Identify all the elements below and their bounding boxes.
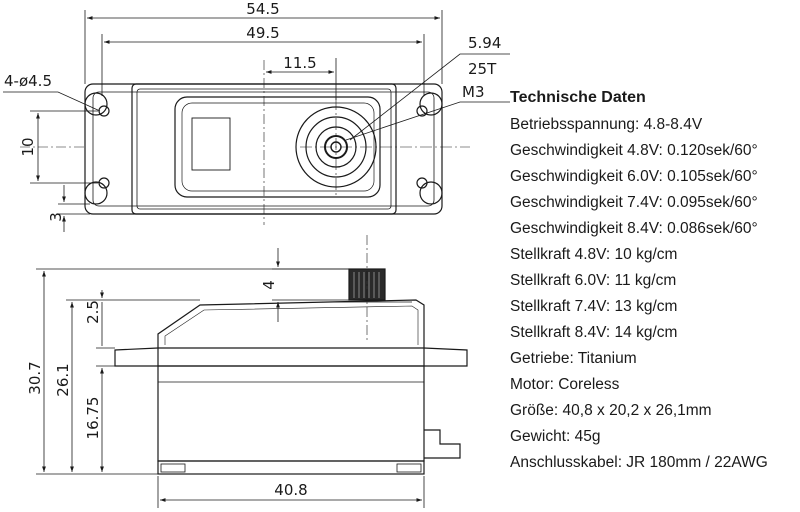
side-dimension-labels: 40.8 4 30.7 26.1 2.5 16.75: [26, 280, 308, 499]
mount-hole-bl: [84, 177, 110, 205]
top-view-outline: [84, 83, 443, 215]
top-view: [20, 60, 470, 225]
spec-row: Größe: 40,8 x 20,2 x 26,1mm: [510, 402, 712, 419]
side-view-top-case: [157, 299, 425, 348]
spec-row: Stellkraft 6.0V: 11 kg/cm: [510, 272, 677, 289]
spec-row: Stellkraft 7.4V: 13 kg/cm: [510, 298, 678, 315]
spec-row: Stellkraft 4.8V: 10 kg/cm: [510, 246, 678, 263]
dim-spline-offset: 11.5: [283, 54, 316, 72]
dim-top-total-width: 54.5: [246, 0, 279, 18]
dim-total-height: 30.7: [26, 361, 44, 394]
dim-spline-teeth: 25T: [468, 60, 497, 78]
side-dimension-lines: [36, 248, 425, 508]
dim-lower-case-height: 16.75: [84, 397, 102, 440]
mount-hole-tl: [84, 92, 110, 117]
top-dimension-labels: 54.5 49.5 11.5 5.94 25T M3 4-ø4.5 10 3: [4, 0, 501, 222]
dim-hole-vertical-spacing: 10: [19, 137, 37, 156]
top-dimension-lines: [3, 10, 510, 232]
spec-row: Geschwindigkeit 8.4V: 0.086sek/60°: [510, 220, 758, 237]
side-view-cable-exit: [424, 429, 461, 459]
dim-hole-edge-distance: 3: [47, 212, 65, 222]
dim-top-step: 2.5: [84, 300, 102, 324]
dim-mount-holes: 4-ø4.5: [4, 72, 52, 90]
dim-top-hole-spacing: 49.5: [246, 24, 279, 42]
spec-row: Anschlusskabel: JR 180mm / 22AWG: [510, 454, 768, 471]
dim-screw-thread: M3: [462, 83, 485, 101]
spec-row: Geschwindigkeit 4.8V: 0.120sek/60°: [510, 142, 758, 159]
spec-row: Geschwindigkeit 6.0V: 0.105sek/60°: [510, 168, 758, 185]
spec-row: Betriebsspannung: 4.8-8.4V: [510, 116, 703, 133]
spec-row: Getriebe: Titanium: [510, 350, 637, 367]
spec-row: Gewicht: 45g: [510, 428, 601, 445]
dim-spline-height: 4: [260, 280, 278, 290]
technical-specs: Technische Daten Betriebsspannung: 4.8-8…: [510, 86, 800, 476]
spec-row: Geschwindigkeit 7.4V: 0.095sek/60°: [510, 194, 758, 211]
mount-hole-tr: [416, 92, 443, 117]
spec-row: Stellkraft 8.4V: 14 kg/cm: [510, 324, 678, 341]
side-view-lower-case: [157, 365, 425, 462]
side-view-bottom-cap: [157, 460, 425, 475]
dim-case-height: 26.1: [54, 363, 72, 396]
dim-body-width: 40.8: [274, 481, 307, 499]
mount-hole-br: [416, 177, 443, 205]
specs-title: Technische Daten: [510, 89, 646, 106]
dim-spline-diameter: 5.94: [468, 34, 501, 52]
spec-row: Motor: Coreless: [510, 376, 620, 393]
side-view: [114, 235, 468, 475]
side-view-flange: [114, 347, 468, 367]
